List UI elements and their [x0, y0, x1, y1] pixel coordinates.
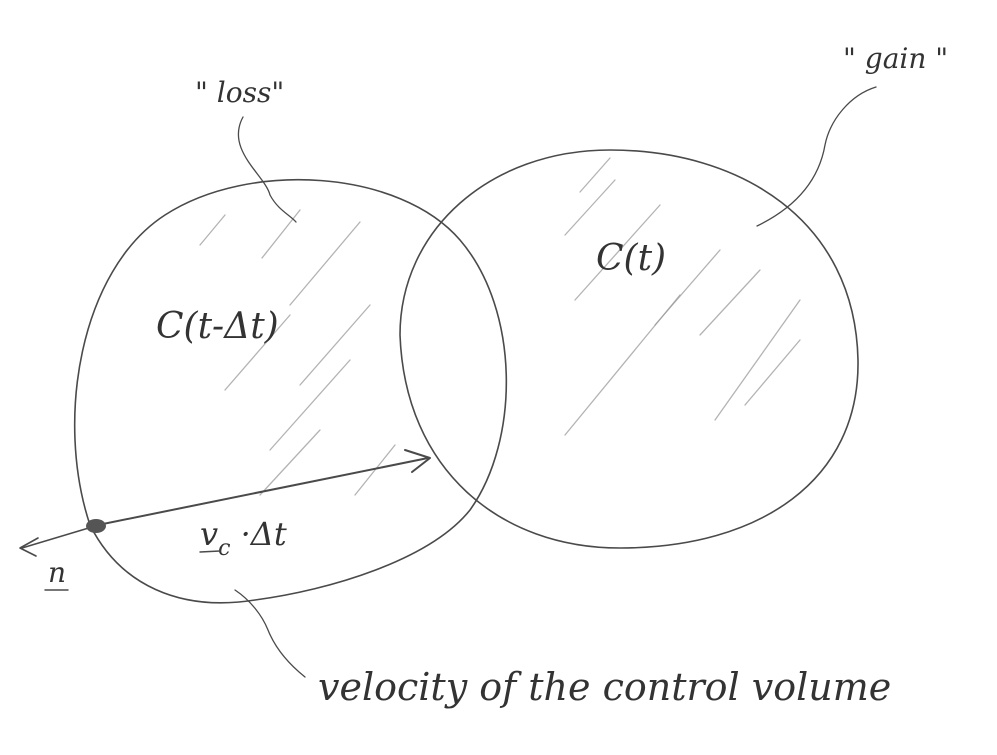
region-c-t-outline	[399, 149, 859, 549]
normal-arrow-shaft	[21, 526, 93, 549]
displacement-label: vc ·Δt	[200, 515, 287, 561]
gain-leader-line	[756, 86, 877, 227]
normal-label: n	[48, 556, 66, 589]
gain-label: " gain "	[843, 42, 948, 75]
displacement-arrowhead	[404, 449, 431, 473]
region-c-t-minus-dt-label: C(t-Δt)	[156, 306, 279, 347]
displacement-sub: c	[218, 536, 230, 561]
region-c-t-hatching	[564, 157, 801, 436]
region-c-t-minus-dt-hatching	[199, 209, 396, 496]
normal-arrowhead	[19, 537, 39, 557]
loss-leader-line	[237, 116, 297, 223]
displacement-rest: ·Δt	[230, 515, 286, 553]
displacement-underline	[199, 550, 221, 553]
region-c-t-minus-dt-outline	[73, 178, 508, 604]
velocity-caption: velocity of the control volume	[318, 665, 891, 709]
displacement-arrow-shaft	[97, 457, 429, 526]
displacement-v: v	[200, 515, 218, 553]
velocity-leader-line	[234, 589, 306, 678]
loss-label: " loss"	[195, 76, 284, 109]
region-c-t-label: C(t)	[596, 238, 666, 279]
boundary-point	[86, 519, 106, 533]
